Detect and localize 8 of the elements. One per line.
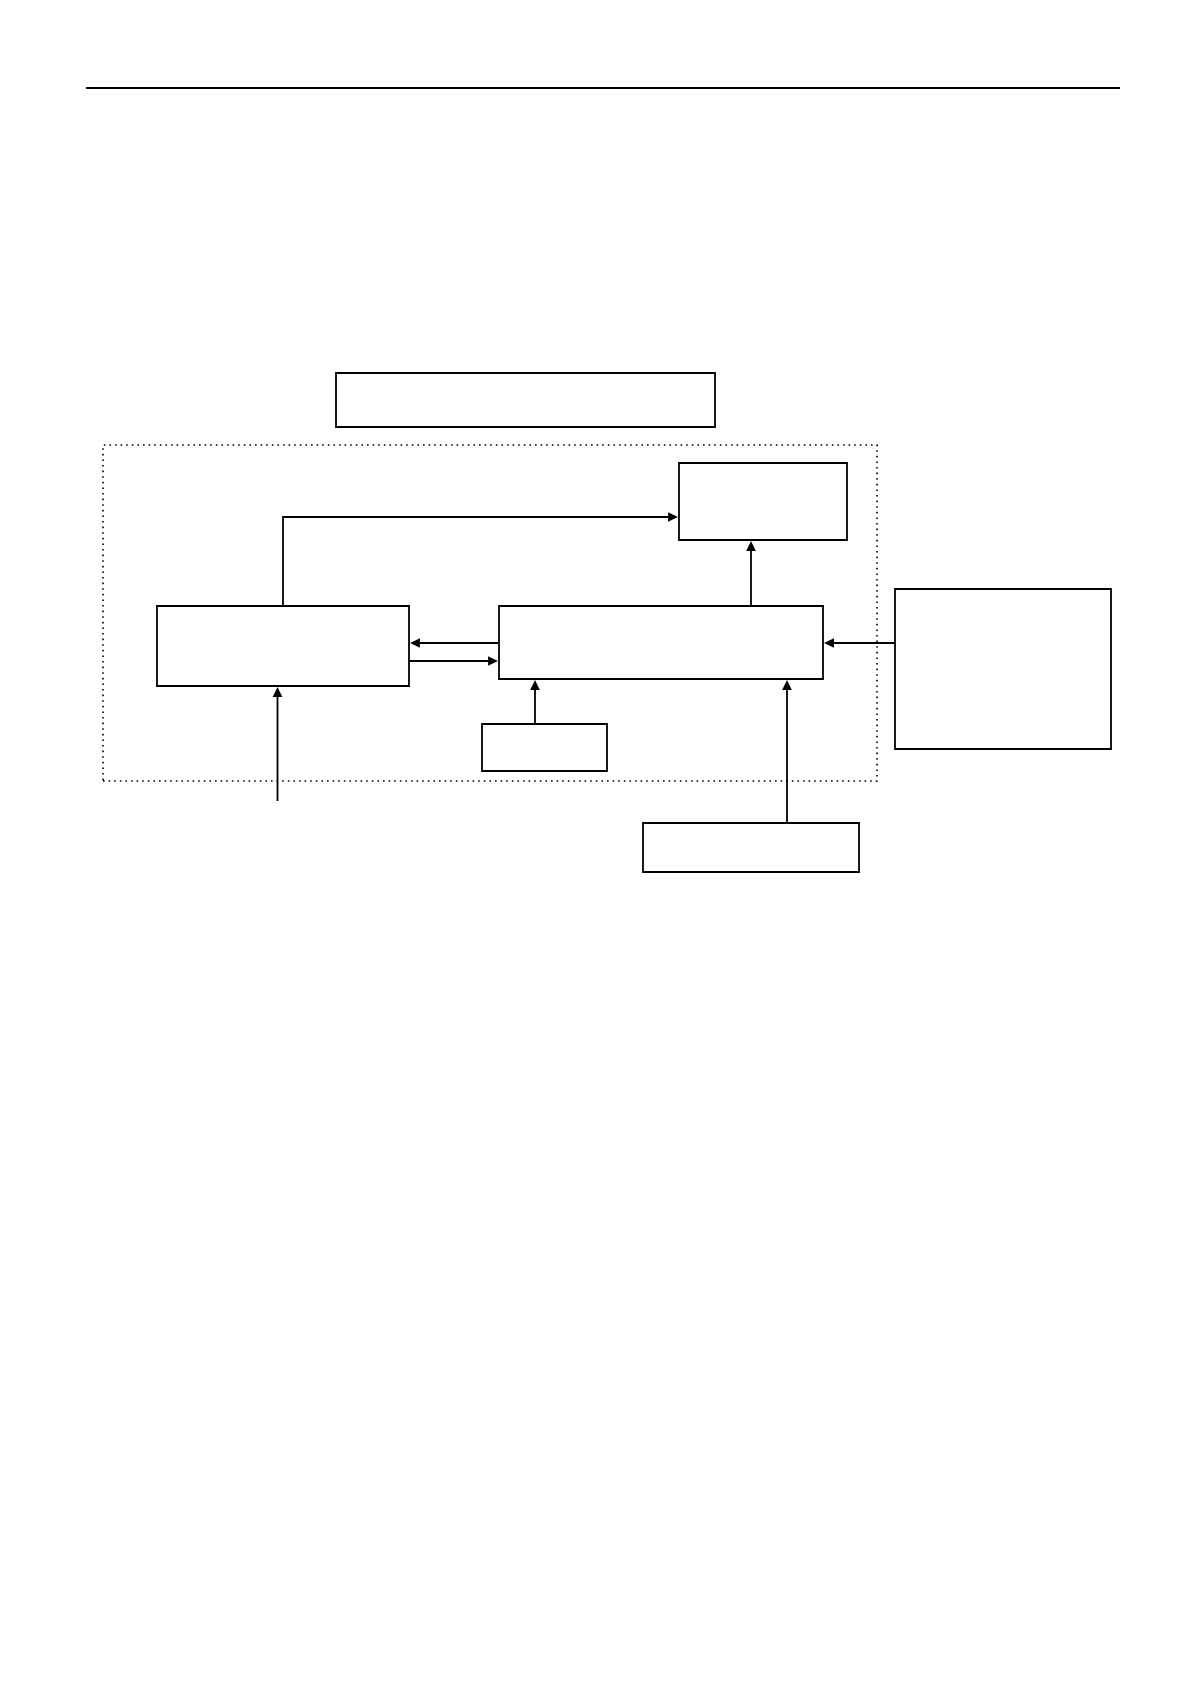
block-box — [642, 822, 860, 873]
block-box — [335, 372, 716, 428]
group-frame — [102, 444, 878, 782]
block-box — [678, 462, 848, 541]
block-box — [156, 605, 410, 687]
block-box — [498, 605, 824, 680]
block-box — [481, 723, 608, 772]
block-box — [894, 588, 1112, 750]
